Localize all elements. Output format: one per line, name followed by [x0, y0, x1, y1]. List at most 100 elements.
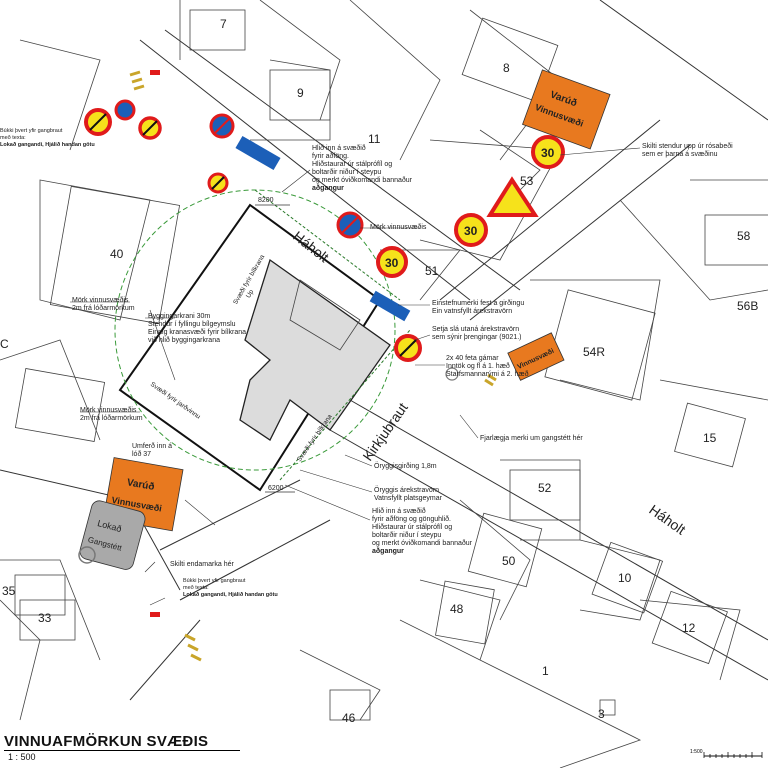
svg-text:Starfsmannarými á 2. hæð: Starfsmannarými á 2. hæð: [446, 370, 529, 378]
speed-limit-30-sign-icon: 30: [454, 213, 488, 247]
traffic-signs: 30 30 30 Varúð Vinnusvæði Vinnusvæði Var…: [78, 69, 611, 570]
svg-text:sem er þarna á svæðinu: sem er þarna á svæðinu: [642, 150, 718, 158]
house-number: 46: [342, 711, 356, 725]
work-area-boundary: [118, 203, 382, 492]
svg-text:við hlið byggingarkrana: við hlið byggingarkrana: [148, 336, 220, 344]
svg-text:Varúð: Varúð: [126, 476, 155, 493]
no-parking-sign-icon: [209, 113, 235, 139]
house-number: 40: [110, 247, 124, 261]
svg-text:sem sýnir þrengingar (9021.): sem sýnir þrengingar (9021.): [432, 334, 522, 341]
house-number: 56B: [737, 299, 758, 313]
house-number: 51: [425, 264, 439, 278]
warning-circle-icon: [78, 546, 96, 564]
speed-limit-30-sign-icon: 30: [376, 246, 408, 278]
barrier-marker: [150, 612, 160, 617]
svg-text:2x 40 feta gámar: 2x 40 feta gámar: [446, 355, 499, 362]
annotation-skilti-endamarka: Skilti endamarka hér: [170, 561, 234, 568]
annotation-einstefnumerki: Einstefnumerki fest á girðingu Ein vatns…: [432, 299, 524, 315]
annotation-hlid-inn-1: Hlið inn á svæðið fyrir aðföng. Hliðstau…: [312, 144, 413, 192]
no-overtaking-sign-icon: [138, 116, 162, 140]
annotation-svaedi-jardvinnu: Svæði fyrir jarðvinnu: [149, 380, 202, 421]
house-number: 11: [368, 132, 381, 146]
svg-text:Lokað gangandi, Hjálið handan: Lokað gangandi, Hjálið handan götu: [0, 141, 95, 148]
barrier-marker: [150, 70, 160, 75]
speed-limit-30-sign-icon: 30: [531, 135, 565, 169]
house-number: 33: [38, 611, 52, 625]
svg-text:boltarðir niður í steypu: boltarðir niður í steypu: [372, 531, 441, 539]
house-number: 53: [520, 174, 534, 188]
no-parking-sign-icon: [336, 211, 364, 239]
scale-bar-label: 1:500: [690, 749, 703, 755]
annotation-byggingarkrani: Byggingarkrani 30m Stendur í fyllingu bí…: [148, 313, 246, 344]
one-way-sign-icon: [369, 290, 411, 322]
svg-text:fyrir aðföng og gönguhlið.: fyrir aðföng og gönguhlið.: [372, 515, 451, 523]
svg-text:boltarðir niður í steypu: boltarðir niður í steypu: [312, 168, 381, 176]
house-number: C: [0, 337, 9, 351]
svg-text:lóð 37: lóð 37: [132, 450, 151, 458]
svg-text:Lokað gangandi, Hjálið handan: Lokað gangandi, Hjálið handan götu: [183, 591, 278, 598]
house-number: 54R: [583, 345, 605, 359]
house-number: 9: [297, 86, 304, 100]
no-overtaking-sign-icon: [84, 108, 112, 136]
annotation-svaedi-bilkrana-2: Svæði fyrir bílkrana: [295, 412, 334, 463]
svg-text:Umferð inn á: Umferð inn á: [132, 442, 172, 450]
house-number: 50: [502, 554, 516, 568]
svg-text:með texta:: með texta:: [183, 584, 209, 591]
annotation-hlid-inn-2: Hlið inn á svæðið fyrir aðföng og gönguh…: [372, 507, 473, 555]
house-numbers: 7 8 9 11 53 58 40 51 56B 54R C 15 52 50 …: [0, 17, 758, 725]
house-number: 48: [450, 602, 464, 616]
house-number: 7: [220, 17, 227, 31]
annotation-gamar: 2x 40 feta gámar Inntök og fl á 1. hæð S…: [446, 355, 529, 378]
svg-text:2m frá lóðarmörkum: 2m frá lóðarmörkum: [80, 414, 143, 422]
svg-text:Mörk vinnusvæðis: Mörk vinnusvæðis: [72, 296, 129, 304]
svg-text:Stendur í fyllingu bílgeymslu: Stendur í fyllingu bílgeymslu: [148, 321, 236, 328]
house-number: 3: [598, 707, 605, 721]
annotation-setja-sla: Setja slá utaná árekstravörn sem sýnir þ…: [432, 326, 522, 341]
svg-text:Öryggis árekstravörn: Öryggis árekstravörn: [374, 486, 439, 494]
annotation-skilti-upp: Skilti stendur upp úr rósabeði sem er þa…: [642, 142, 733, 158]
no-stopping-sign-icon: [114, 99, 136, 121]
street-name-haholt-lower: Háholt: [646, 501, 688, 537]
annotation-mork-2m-2: Mörk vinnusvæðis 2m frá lóðarmörkum: [80, 406, 143, 422]
svg-text:Hlið inn á svæðið: Hlið inn á svæðið: [372, 507, 426, 515]
svg-text:Up: Up: [245, 288, 255, 299]
svg-text:Byggingarkrani 30m: Byggingarkrani 30m: [148, 313, 210, 320]
scale-label: 1 : 500: [8, 752, 36, 762]
svg-text:Búkki þvert yfir gangbraut: Búkki þvert yfir gangbraut: [183, 578, 246, 584]
svg-text:30: 30: [464, 224, 478, 238]
svg-text:Einnig kranasvæði fyrir bílkra: Einnig kranasvæði fyrir bílkrana: [148, 328, 246, 336]
dim-top-label: 8200: [258, 197, 274, 204]
svg-text:Mörk vinnusvæðis: Mörk vinnusvæðis: [80, 406, 137, 414]
leader-lines: [70, 147, 641, 606]
svg-text:Setja slá utaná árekstravörn: Setja slá utaná árekstravörn: [432, 326, 519, 333]
annotation-mork-vinnusvaedis: Mörk vinnusvæðis: [370, 223, 427, 231]
svg-text:Hliðstaurar úr stálprófíl og: Hliðstaurar úr stálprófíl og: [312, 160, 392, 168]
annotation-bukki-top: Búkki þvert yfir gangbraut með texta: Lo…: [0, 128, 95, 148]
svg-text:með texta:: með texta:: [0, 134, 26, 141]
annotation-oryggis-arekstra: Öryggis árekstravörn Vatnsfyllt platsgey…: [374, 486, 443, 502]
dim-bottom-label: 6200: [268, 485, 284, 492]
no-overtaking-sign-icon: [207, 172, 229, 194]
vinnusvaedi-sign-icon: Vinnusvæði: [507, 332, 565, 381]
page-title: VINNUAFMÖRKUN SVÆÐIS: [4, 733, 209, 750]
annotation-oryggisgirding: Öryggisgirðing 1,8m: [374, 462, 437, 470]
svg-text:Inntök og fl á 1. hæð: Inntök og fl á 1. hæð: [446, 362, 510, 370]
annotation-fjarlaegja: Fjarlægja merki um gangstétt hér: [480, 435, 583, 442]
scale-bar: 1:500: [690, 749, 763, 758]
title-bar: VINNUAFMÖRKUN SVÆÐIS: [4, 733, 240, 751]
svg-text:Einstefnumerki fest á girðingu: Einstefnumerki fest á girðingu: [432, 299, 524, 307]
house-number: 58: [737, 229, 751, 243]
svg-text:Vatnsfyllt platsgeymar: Vatnsfyllt platsgeymar: [374, 495, 443, 502]
roadwork-warning-triangle-icon: [486, 176, 539, 217]
house-number: 8: [503, 61, 510, 75]
svg-text:aðgangur: aðgangur: [312, 184, 344, 192]
svg-text:Ein vatnsfyllt árekstravörn: Ein vatnsfyllt árekstravörn: [432, 308, 512, 315]
svg-text:aðgangur: aðgangur: [372, 547, 404, 555]
annotation-umferd: Umferð inn á lóð 37: [132, 442, 172, 458]
svg-text:og merkt óviðkomandi bannaður: og merkt óviðkomandi bannaður: [312, 176, 413, 184]
house-number: 35: [2, 584, 16, 598]
svg-text:Skilti stendur upp úr rósabeði: Skilti stendur upp úr rósabeði: [642, 142, 733, 150]
svg-text:2m frá lóðarmörkum: 2m frá lóðarmörkum: [72, 304, 135, 312]
house-number: 10: [618, 571, 632, 585]
warning-circle-icon: [445, 367, 459, 381]
